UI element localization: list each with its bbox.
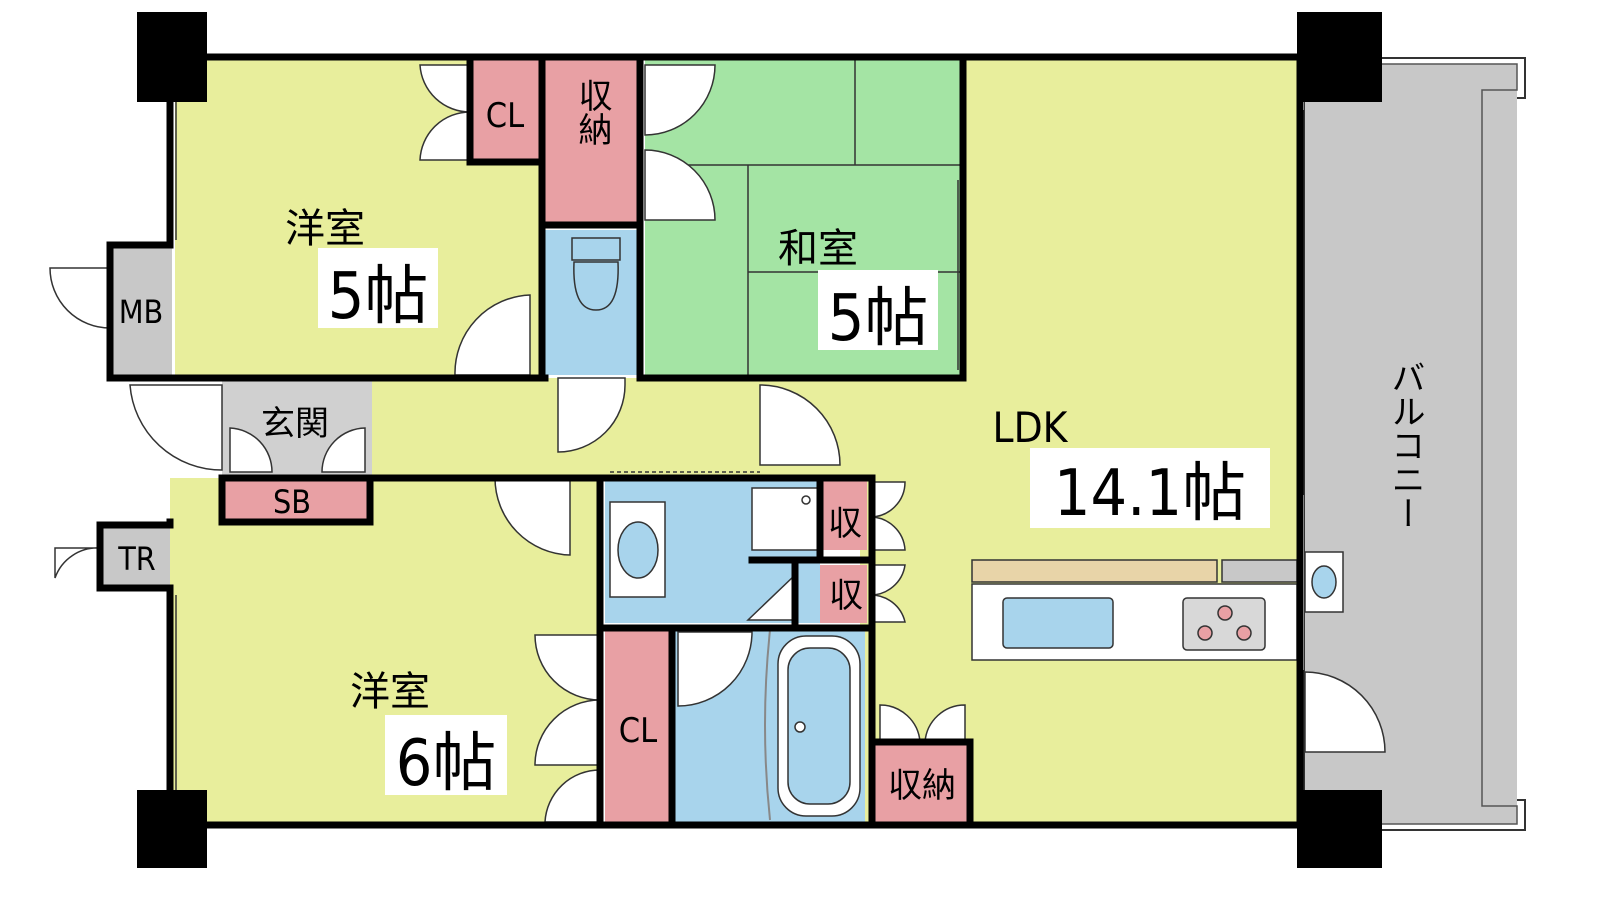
shu-1-block — [822, 478, 867, 550]
fixtures — [571, 237, 861, 821]
walls — [96, 53, 1304, 829]
bath-partition — [764, 629, 771, 821]
shu-2-label: 収 — [829, 576, 863, 616]
western-room-2-name: 洋室 — [350, 669, 430, 715]
toilet-bowl — [573, 261, 619, 311]
kitchen — [971, 551, 1344, 661]
storage-top-block — [545, 60, 640, 222]
storage-top-label: 収納 — [572, 78, 612, 146]
storage-bottom-label: 収納 — [888, 766, 956, 806]
toilet-tank — [571, 237, 621, 261]
tr-floor — [100, 525, 170, 585]
cl-bottom-label: CL — [619, 711, 657, 751]
cl-bottom-block — [605, 630, 670, 822]
burner-icon — [1236, 625, 1252, 641]
mb-floor — [112, 245, 172, 375]
door-swings — [49, 64, 1386, 823]
ldk-name: LDK — [993, 403, 1069, 452]
wash-basin-bowl — [617, 521, 659, 579]
japanese-room-name: 和室 — [778, 226, 858, 272]
sb-label: SB — [273, 483, 311, 521]
kitchen-counter-back — [971, 559, 1218, 583]
western-room-1-size: 5帖 — [328, 260, 429, 334]
burner-icon — [1197, 625, 1213, 641]
storage-bottom-block — [875, 745, 970, 823]
western-room-2-size: 6帖 — [396, 727, 497, 801]
cl-top-block — [470, 60, 540, 160]
sb-block — [225, 480, 368, 522]
storage-labels: CL 収納 MB SB TR 収 収 CL 収納 — [117, 78, 956, 806]
kitchen-sink — [1002, 597, 1114, 649]
western-room-1-name: 洋室 — [285, 206, 365, 252]
room-labels: 洋室 5帖 和室 5帖 LDK 14.1帖 洋室 6帖 玄関 バルコニー — [261, 206, 1425, 801]
shu-1-label: 収 — [828, 504, 862, 544]
pillars — [137, 12, 1382, 868]
ldk-size: 14.1帖 — [1054, 457, 1246, 531]
balcony-area — [1304, 57, 1526, 831]
cl-top-label: CL — [486, 96, 524, 136]
balcony-label: バルコニー — [1385, 360, 1425, 530]
japanese-room-size: 5帖 — [828, 282, 929, 356]
label-backgrounds — [318, 248, 1270, 795]
tr-label: TR — [117, 540, 156, 578]
burner-icon — [1217, 605, 1233, 621]
entrance-label: 玄関 — [261, 404, 329, 444]
kitchen-tall-unit — [1221, 559, 1298, 583]
mb-label: MB — [119, 293, 164, 331]
